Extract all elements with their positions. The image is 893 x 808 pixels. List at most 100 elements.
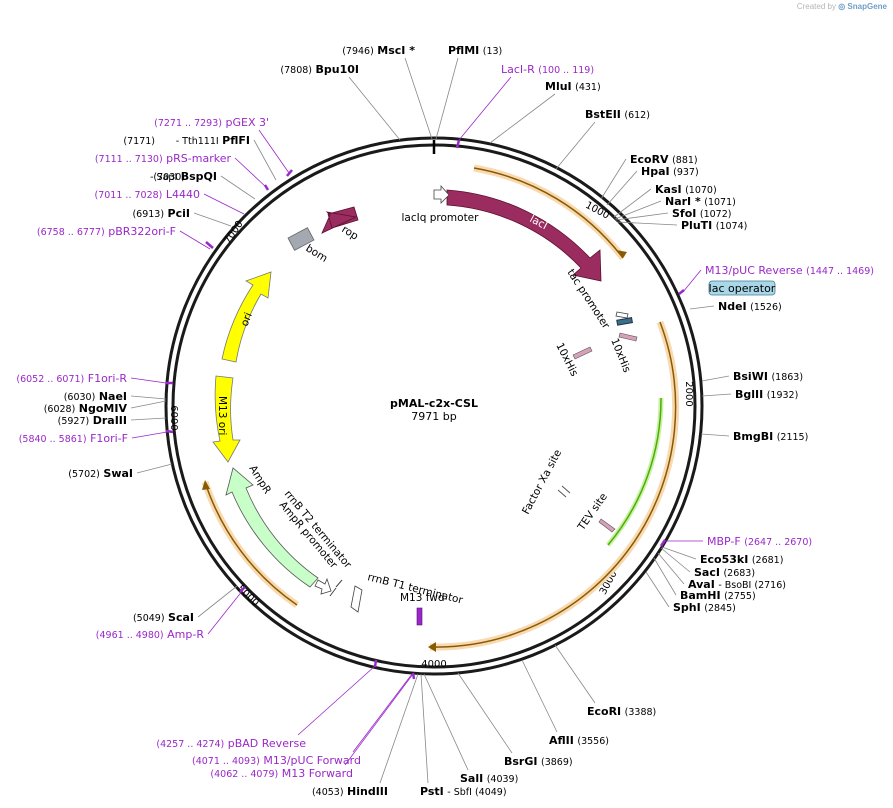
restriction-site-label[interactable]: - Tth111I PflFI bbox=[176, 134, 250, 147]
leader-line bbox=[253, 139, 277, 181]
restriction-site-label[interactable]: KasI (1070) bbox=[655, 183, 717, 196]
primer-label[interactable]: LacI-R (100 .. 119) bbox=[501, 63, 594, 76]
leader-line bbox=[606, 170, 638, 206]
leader-line bbox=[613, 188, 652, 218]
leader-line bbox=[645, 571, 670, 608]
restriction-site-label[interactable]: Eco53kI (2681) bbox=[700, 553, 783, 566]
leader-line bbox=[489, 93, 556, 144]
primer-mark-lacI-r bbox=[455, 139, 461, 149]
site-name: M13/pUC Forward bbox=[263, 754, 361, 767]
site-name: MBP-F bbox=[707, 535, 741, 548]
site-position: (1863) bbox=[771, 372, 803, 383]
restriction-site-label[interactable]: NarI * (1071) bbox=[665, 195, 736, 208]
restriction-site-label[interactable]: (5702) SwaI bbox=[68, 467, 133, 480]
restriction-site-label[interactable]: BmgBI (2115) bbox=[733, 430, 808, 443]
restriction-site-label[interactable]: PluTI (1074) bbox=[681, 219, 747, 232]
primer-label[interactable]: (4071 .. 4093) M13/pUC Forward bbox=[192, 754, 361, 767]
primer-label[interactable]: (7271 .. 7293) pGEX 3' bbox=[154, 116, 269, 129]
restriction-site-label[interactable]: SphI (2845) bbox=[673, 601, 736, 614]
site-position: (1447 .. 1469) bbox=[806, 266, 874, 277]
site-name: PflMI bbox=[448, 44, 479, 57]
primer-mark-prs bbox=[263, 184, 270, 191]
site-position: (1070) bbox=[685, 185, 717, 196]
primer-mark-pgex bbox=[286, 169, 293, 177]
site-name: Eco53kI bbox=[700, 553, 748, 566]
primer-label[interactable]: (4961 .. 4980) Amp-R bbox=[96, 628, 205, 641]
restriction-site-label[interactable]: - SapI BspQI bbox=[150, 170, 217, 183]
feature-label-tev: TEV site bbox=[575, 491, 610, 534]
restriction-site-label[interactable]: (7808) Bpu10I bbox=[280, 63, 359, 76]
leader-line bbox=[404, 57, 433, 140]
primer-label[interactable]: (4257 .. 4274) pBAD Reverse bbox=[156, 737, 306, 750]
site-name: MscI * bbox=[377, 44, 415, 57]
restriction-site-label[interactable]: (6030) NaeI bbox=[64, 390, 127, 403]
restriction-site-label[interactable]: AflII (3556) bbox=[549, 734, 609, 747]
restriction-site-label[interactable]: EcoRI (3388) bbox=[587, 705, 656, 718]
site-position: (6913) bbox=[132, 209, 164, 220]
restriction-site-label[interactable]: SfoI (1072) bbox=[672, 207, 731, 220]
restriction-site-label[interactable]: EcoRV (881) bbox=[630, 153, 698, 166]
site-position: (4053) bbox=[312, 787, 344, 798]
scale-tick-label: 4000 bbox=[421, 659, 446, 670]
restriction-site-label[interactable]: (6913) PciI bbox=[132, 207, 190, 220]
leader-line bbox=[458, 76, 512, 141]
primer-label[interactable]: (7111 .. 7130) pRS-marker bbox=[95, 152, 232, 165]
leader-line bbox=[258, 129, 290, 174]
primer-label[interactable]: (7011 .. 7028) L4440 bbox=[95, 188, 200, 201]
feature-label-his-1: 10xHis bbox=[553, 341, 580, 378]
restriction-site-label[interactable]: PflMI (13) bbox=[448, 44, 502, 57]
primer-label[interactable]: (4062 .. 4079) M13 Forward bbox=[210, 767, 353, 780]
site-position: (5049) bbox=[133, 613, 165, 624]
restriction-site-label[interactable]: BamHI (2755) bbox=[680, 589, 756, 602]
m13-ori-arrow bbox=[212, 375, 241, 463]
restriction-site-label[interactable]: AvaI - BsoBI (2716) bbox=[688, 578, 786, 591]
site-name: L4440 bbox=[166, 188, 200, 201]
leader-line bbox=[136, 463, 173, 474]
restriction-site-label[interactable]: (5927) DraIII bbox=[58, 414, 127, 427]
restriction-site-label[interactable]: (5049) ScaI bbox=[133, 611, 194, 624]
leader-line bbox=[179, 230, 211, 250]
restriction-site-label[interactable]: NdeI (1526) bbox=[718, 300, 782, 313]
site-name: NgoMIV bbox=[79, 402, 128, 415]
restriction-site-label[interactable]: BsiWI (1863) bbox=[733, 370, 803, 383]
rrnb-t2-mark bbox=[329, 579, 343, 597]
restriction-site-label[interactable]: BstEII (612) bbox=[585, 108, 650, 121]
green-orf-arc bbox=[606, 397, 664, 547]
restriction-site-label[interactable]: SacI (2683) bbox=[694, 566, 755, 579]
restriction-site-label[interactable]: HpaI (937) bbox=[641, 165, 699, 178]
site-position: (2755) bbox=[724, 591, 756, 602]
site-name: AflII bbox=[549, 734, 574, 747]
leader-line bbox=[352, 673, 413, 753]
site-position: (3556) bbox=[577, 736, 609, 747]
feature-label-laciq-promoter: lacIq promoter bbox=[402, 212, 480, 224]
leader-line bbox=[701, 375, 730, 382]
site-name: AvaI bbox=[688, 578, 715, 591]
restriction-site-label[interactable]: BsrGI (3869) bbox=[504, 755, 573, 768]
leader-line bbox=[435, 57, 459, 140]
restriction-site-label[interactable]: (4053) HindIII bbox=[312, 785, 388, 798]
primer-label[interactable]: M13/pUC Reverse (1447 .. 1469) bbox=[705, 264, 874, 277]
leader-line bbox=[207, 589, 244, 635]
scale-tick-label: 2000 bbox=[683, 381, 694, 406]
restriction-site-label[interactable]: SalI (4039) bbox=[460, 772, 518, 785]
restriction-site-label[interactable]: (6028) NgoMIV bbox=[44, 402, 128, 415]
leader-line bbox=[616, 221, 678, 226]
leader-line bbox=[700, 433, 730, 437]
leader-line bbox=[203, 193, 245, 215]
rrnb-t1-mark bbox=[350, 585, 363, 613]
primer-mark-mbp-f bbox=[659, 539, 667, 547]
site-name: F1ori-F bbox=[90, 432, 128, 445]
primer-label[interactable]: (6758 .. 6777) pBR322ori-F bbox=[37, 225, 176, 238]
restriction-site-label[interactable]: PstI - SbfI (4049) bbox=[420, 785, 507, 798]
leader-line bbox=[130, 400, 167, 409]
leader-line bbox=[197, 585, 238, 618]
restriction-site-label[interactable]: BglII (1932) bbox=[735, 388, 798, 401]
restriction-site-label[interactable]: MluI (431) bbox=[545, 80, 601, 93]
site-name: MluI bbox=[545, 80, 572, 93]
primer-label[interactable]: (6052 .. 6071) F1ori-R bbox=[16, 372, 127, 385]
scale-tick-label: 7000 bbox=[222, 219, 246, 246]
leader-line bbox=[423, 673, 469, 771]
restriction-site-label[interactable]: (7946) MscI * bbox=[342, 44, 415, 57]
primer-label[interactable]: MBP-F (2647 .. 2670) bbox=[707, 535, 812, 548]
primer-label[interactable]: (5840 .. 5861) F1ori-F bbox=[19, 432, 128, 445]
